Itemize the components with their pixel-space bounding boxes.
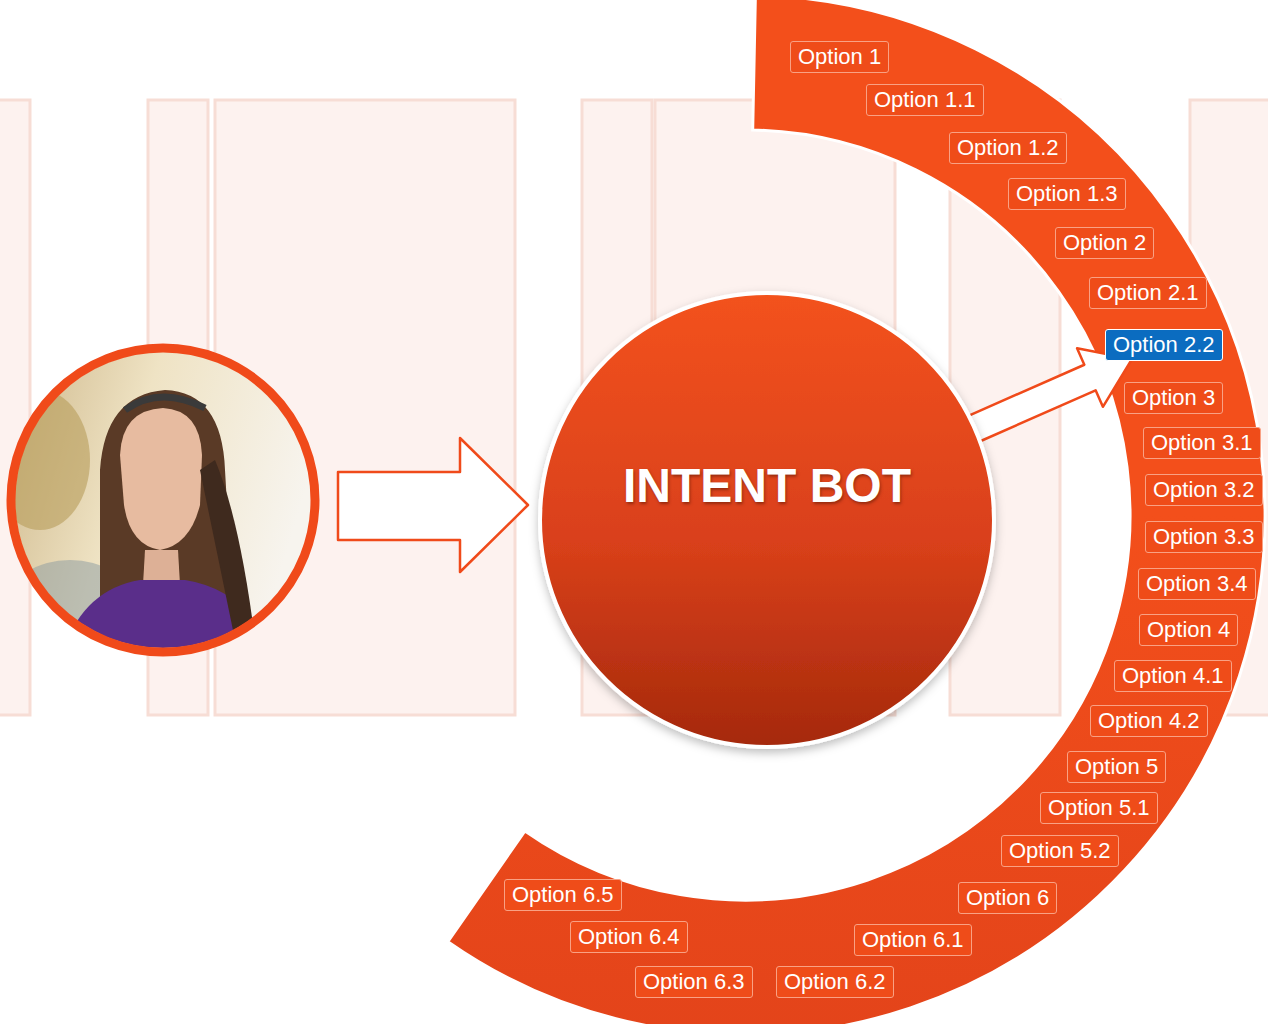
option-label: Option 5.2 <box>1009 838 1111 864</box>
hair-shade <box>200 460 255 640</box>
face <box>120 408 202 550</box>
option-box: Option 6.5 <box>504 879 622 911</box>
option-label: Option 4.1 <box>1122 663 1224 689</box>
option-label: Option 2.2 <box>1113 332 1215 358</box>
option-label: Option 4 <box>1147 617 1230 643</box>
option-box: Option 1.3 <box>1008 178 1126 210</box>
option-label: Option 5.1 <box>1048 795 1150 821</box>
option-box: Option 3.3 <box>1145 521 1263 553</box>
option-box: Option 6.4 <box>570 921 688 953</box>
options-band <box>448 0 1265 1024</box>
option-box: Option 4.2 <box>1090 705 1208 737</box>
option-label: Option 3 <box>1132 385 1215 411</box>
door-panel <box>0 100 30 715</box>
option-box: Option 6.3 <box>635 966 753 998</box>
option-box: Option 1.2 <box>949 132 1067 164</box>
option-label: Option 1 <box>798 44 881 70</box>
option-label: Option 6.2 <box>784 969 886 995</box>
option-box: Option 1 <box>790 41 889 73</box>
option-box: Option 2.1 <box>1089 277 1207 309</box>
flow-arrow <box>967 348 1132 442</box>
neck <box>143 550 180 585</box>
option-label: Option 6.1 <box>862 927 964 953</box>
option-box: Option 6.2 <box>776 966 894 998</box>
option-label: Option 1.3 <box>1016 181 1118 207</box>
option-box: Option 5 <box>1067 751 1166 783</box>
input-arrow <box>338 438 528 572</box>
selected-option-box: Option 2.2 <box>1105 329 1223 361</box>
option-box: Option 3.2 <box>1145 474 1263 506</box>
option-label: Option 5 <box>1075 754 1158 780</box>
option-box: Option 3 <box>1124 382 1223 414</box>
option-box: Option 6.1 <box>854 924 972 956</box>
circle-text-holder: INTENT BOT <box>537 290 997 750</box>
option-label: Option 6.5 <box>512 882 614 908</box>
intent-circle: INTENT BOT <box>537 290 997 750</box>
person-photo <box>0 348 320 660</box>
option-box: Option 6 <box>958 882 1057 914</box>
option-box: Option 1.1 <box>866 84 984 116</box>
photo-ring <box>11 348 315 652</box>
option-box: Option 5.1 <box>1040 792 1158 824</box>
option-box: Option 3.4 <box>1138 568 1256 600</box>
option-label: Option 6.4 <box>578 924 680 950</box>
option-label: Option 3.2 <box>1153 477 1255 503</box>
option-box: Option 4 <box>1139 614 1238 646</box>
option-box: Option 2 <box>1055 227 1154 259</box>
option-label: Option 1.1 <box>874 87 976 113</box>
option-label: Option 3.4 <box>1146 571 1248 597</box>
option-label: Option 2 <box>1063 230 1146 256</box>
sunglasses <box>125 397 205 410</box>
band-shape <box>448 0 1265 1024</box>
option-box: Option 5.2 <box>1001 835 1119 867</box>
option-label: Option 6.3 <box>643 969 745 995</box>
circle-shape <box>540 293 994 747</box>
option-label: Option 3.3 <box>1153 524 1255 550</box>
option-label: Option 6 <box>966 885 1049 911</box>
option-box: Option 4.1 <box>1114 660 1232 692</box>
option-box: Option 3.1 <box>1143 427 1261 459</box>
circle-title: INTENT BOT <box>623 458 911 513</box>
option-label: Option 3.1 <box>1151 430 1253 456</box>
option-label: Option 1.2 <box>957 135 1059 161</box>
option-label: Option 2.1 <box>1097 280 1199 306</box>
circle-outline <box>537 290 997 750</box>
option-label: Option 4.2 <box>1098 708 1200 734</box>
